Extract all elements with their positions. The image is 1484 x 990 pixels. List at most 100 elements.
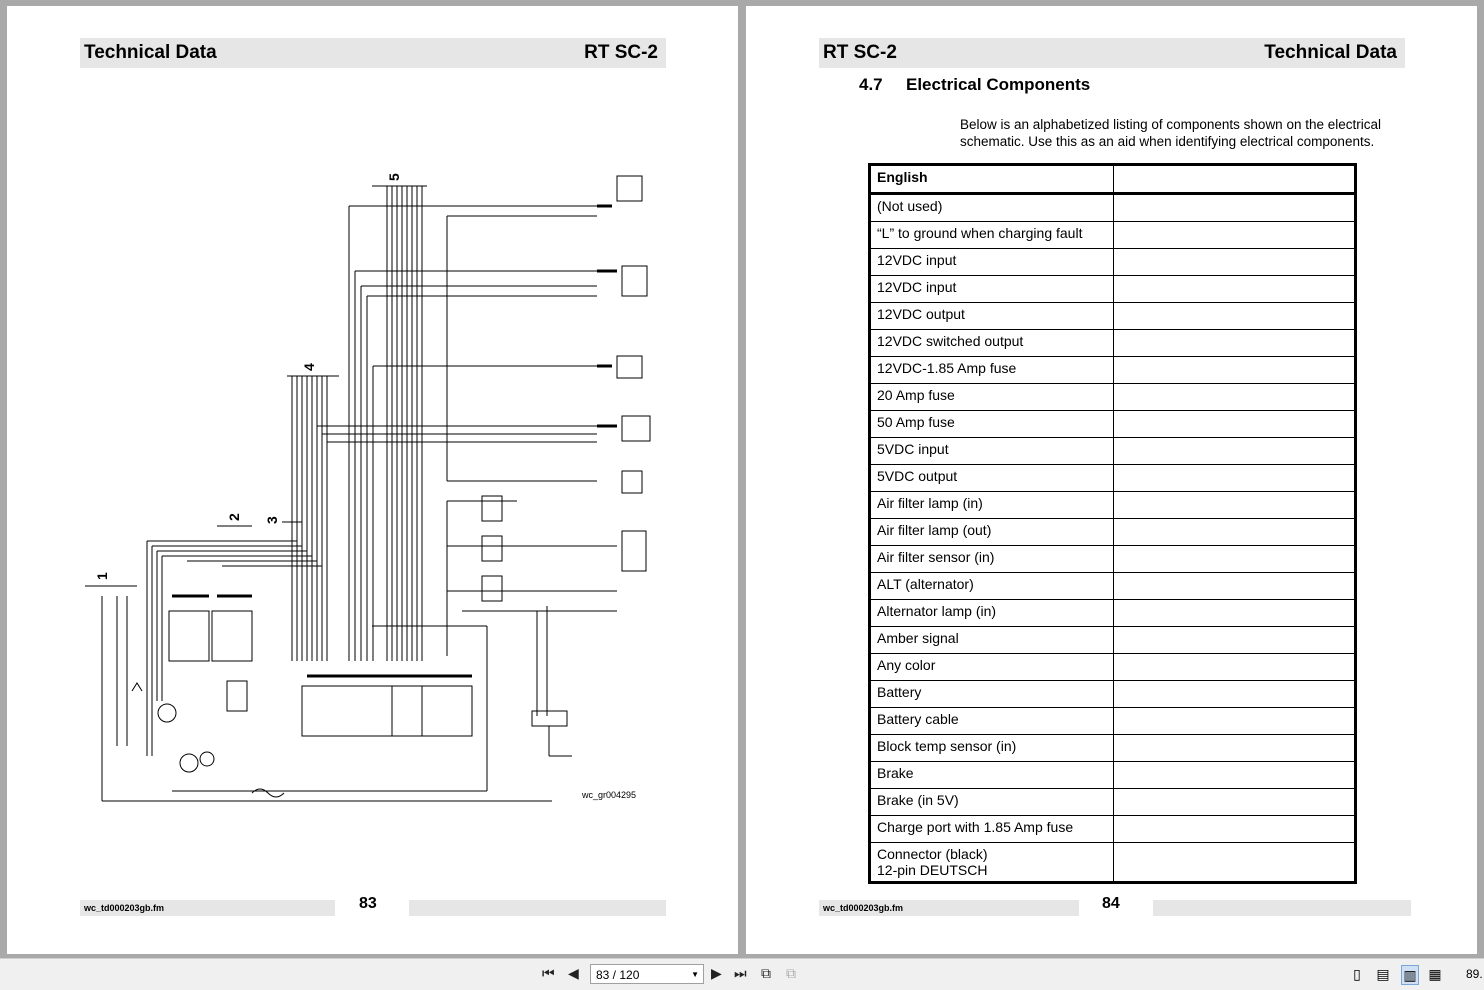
component-name-cell: ALT (alternator)	[869, 572, 1114, 600]
component-name-cell: 12VDC-1.85 Amp fuse	[869, 356, 1114, 384]
schematic-label-2: 2	[226, 513, 242, 521]
component-name-cell: 12VDC output	[869, 302, 1114, 330]
translation-cell	[1113, 302, 1356, 330]
right-page-header: RT SC-2 Technical Data	[819, 38, 1405, 68]
translation-cell	[1113, 356, 1356, 384]
single-page-view-icon[interactable]: ▯	[1353, 966, 1361, 982]
chevron-down-icon[interactable]: ▼	[691, 970, 699, 979]
translation-cell	[1113, 248, 1356, 276]
first-page-icon[interactable]: ⏮	[542, 965, 555, 981]
translation-cell	[1113, 193, 1356, 222]
component-name-cell: Battery	[869, 680, 1114, 708]
column-header-translation	[1113, 164, 1356, 195]
table-row: Battery	[869, 680, 1356, 708]
go-forward-icon[interactable]: ⧉	[786, 965, 796, 981]
translation-cell	[1113, 653, 1356, 681]
translation-cell	[1113, 491, 1356, 519]
right-footer-bar	[1153, 900, 1411, 916]
translation-cell	[1113, 518, 1356, 546]
translation-cell	[1113, 329, 1356, 357]
right-header-title: Technical Data	[1264, 42, 1397, 63]
table-row: 50 Amp fuse	[869, 410, 1356, 438]
component-name-cell: 50 Amp fuse	[869, 410, 1114, 438]
translation-cell	[1113, 626, 1356, 654]
table-row: Air filter sensor (in)	[869, 545, 1356, 573]
continuous-facing-view-icon[interactable]: ▦	[1428, 966, 1442, 982]
table-row: 12VDC input	[869, 275, 1356, 303]
component-name-cell: Charge port with 1.85 Amp fuse	[869, 815, 1114, 843]
section-intro: Below is an alphabetized listing of comp…	[960, 117, 1381, 149]
left-footer-file: wc_td000203gb.fm	[80, 900, 335, 916]
last-page-icon[interactable]: ⏭	[734, 965, 747, 981]
translation-cell	[1113, 572, 1356, 600]
left-footer-bar	[409, 900, 666, 916]
table-row: Any color	[869, 653, 1356, 681]
table-row: 5VDC input	[869, 437, 1356, 465]
schematic-label-3: 3	[264, 516, 280, 524]
translation-cell	[1113, 707, 1356, 735]
page-number-input[interactable]: 83 / 120 ▼	[590, 964, 704, 984]
translation-cell	[1113, 680, 1356, 708]
table-row: Charge port with 1.85 Amp fuse	[869, 815, 1356, 843]
column-header-english: English	[869, 164, 1114, 195]
table-row: 12VDC output	[869, 302, 1356, 330]
wiring-schematic: 5 4 2 3 1	[85, 173, 651, 802]
translation-cell	[1113, 545, 1356, 573]
component-name-cell: 20 Amp fuse	[869, 383, 1114, 411]
schematic-label-5: 5	[386, 173, 402, 181]
translation-cell	[1113, 842, 1356, 883]
right-page: RT SC-2 Technical Data 4.7 Electrical Co…	[746, 6, 1477, 954]
component-name-cell: 5VDC input	[869, 437, 1114, 465]
right-page-number: 84	[1102, 895, 1120, 912]
previous-page-icon[interactable]: ◀	[568, 965, 579, 981]
table-row: Alternator lamp (in)	[869, 599, 1356, 627]
go-back-icon[interactable]: ⧉	[761, 965, 771, 981]
table-row: “L” to ground when charging fault	[869, 221, 1356, 249]
component-name-cell: Brake	[869, 761, 1114, 789]
figure-id: wc_gr004295	[582, 790, 637, 800]
table-row: 12VDC-1.85 Amp fuse	[869, 356, 1356, 384]
component-name-cell: 12VDC input	[869, 275, 1114, 303]
table-header-row: English	[869, 164, 1356, 195]
translation-cell	[1113, 275, 1356, 303]
table-row: Air filter lamp (out)	[869, 518, 1356, 546]
translation-cell	[1113, 410, 1356, 438]
component-name-cell: 12VDC input	[869, 248, 1114, 276]
continuous-view-icon[interactable]: ▤	[1376, 966, 1390, 982]
right-footer-file: wc_td000203gb.fm	[819, 900, 1079, 916]
table-row: Amber signal	[869, 626, 1356, 654]
table-row: 20 Amp fuse	[869, 383, 1356, 411]
components-table: English (Not used)“L” to ground when cha…	[868, 163, 1357, 884]
table-row: Connector (black) 12-pin DEUTSCH	[869, 842, 1356, 883]
table-row: Brake	[869, 761, 1356, 789]
component-name-cell: “L” to ground when charging fault	[869, 221, 1114, 249]
left-header-title: Technical Data	[84, 42, 217, 63]
component-name-cell: 5VDC output	[869, 464, 1114, 492]
component-name-cell: Any color	[869, 653, 1114, 681]
table-row: ALT (alternator)	[869, 572, 1356, 600]
viewer-toolbar: ⏮ ◀ 83 / 120 ▼ ▶ ⏭ ⧉ ⧉ ▯ ▤ ▥ ▦ 89.	[0, 958, 1484, 990]
translation-cell	[1113, 221, 1356, 249]
component-name-cell: Brake (in 5V)	[869, 788, 1114, 816]
component-name-cell: Connector (black) 12-pin DEUTSCH	[869, 842, 1114, 883]
facing-view-icon[interactable]: ▥	[1401, 965, 1419, 985]
section-number: 4.7	[859, 75, 883, 94]
page-indicator: 83 / 120	[596, 968, 640, 982]
left-page-header: Technical Data RT SC-2	[80, 38, 666, 68]
table-row: 12VDC input	[869, 248, 1356, 276]
schematic-label-4: 4	[301, 363, 317, 371]
left-page: Technical Data RT SC-2	[7, 6, 738, 954]
component-name-cell: Amber signal	[869, 626, 1114, 654]
schematic-label-1: 1	[94, 572, 110, 580]
table-row: Battery cable	[869, 707, 1356, 735]
zoom-level[interactable]: 89.	[1466, 967, 1483, 981]
translation-cell	[1113, 599, 1356, 627]
component-name-cell: (Not used)	[869, 193, 1114, 222]
translation-cell	[1113, 437, 1356, 465]
next-page-icon[interactable]: ▶	[711, 965, 722, 981]
left-page-number: 83	[359, 895, 377, 912]
component-name-cell: 12VDC switched output	[869, 329, 1114, 357]
component-name-cell: Air filter lamp (out)	[869, 518, 1114, 546]
table-row: 5VDC output	[869, 464, 1356, 492]
component-name-cell: Battery cable	[869, 707, 1114, 735]
